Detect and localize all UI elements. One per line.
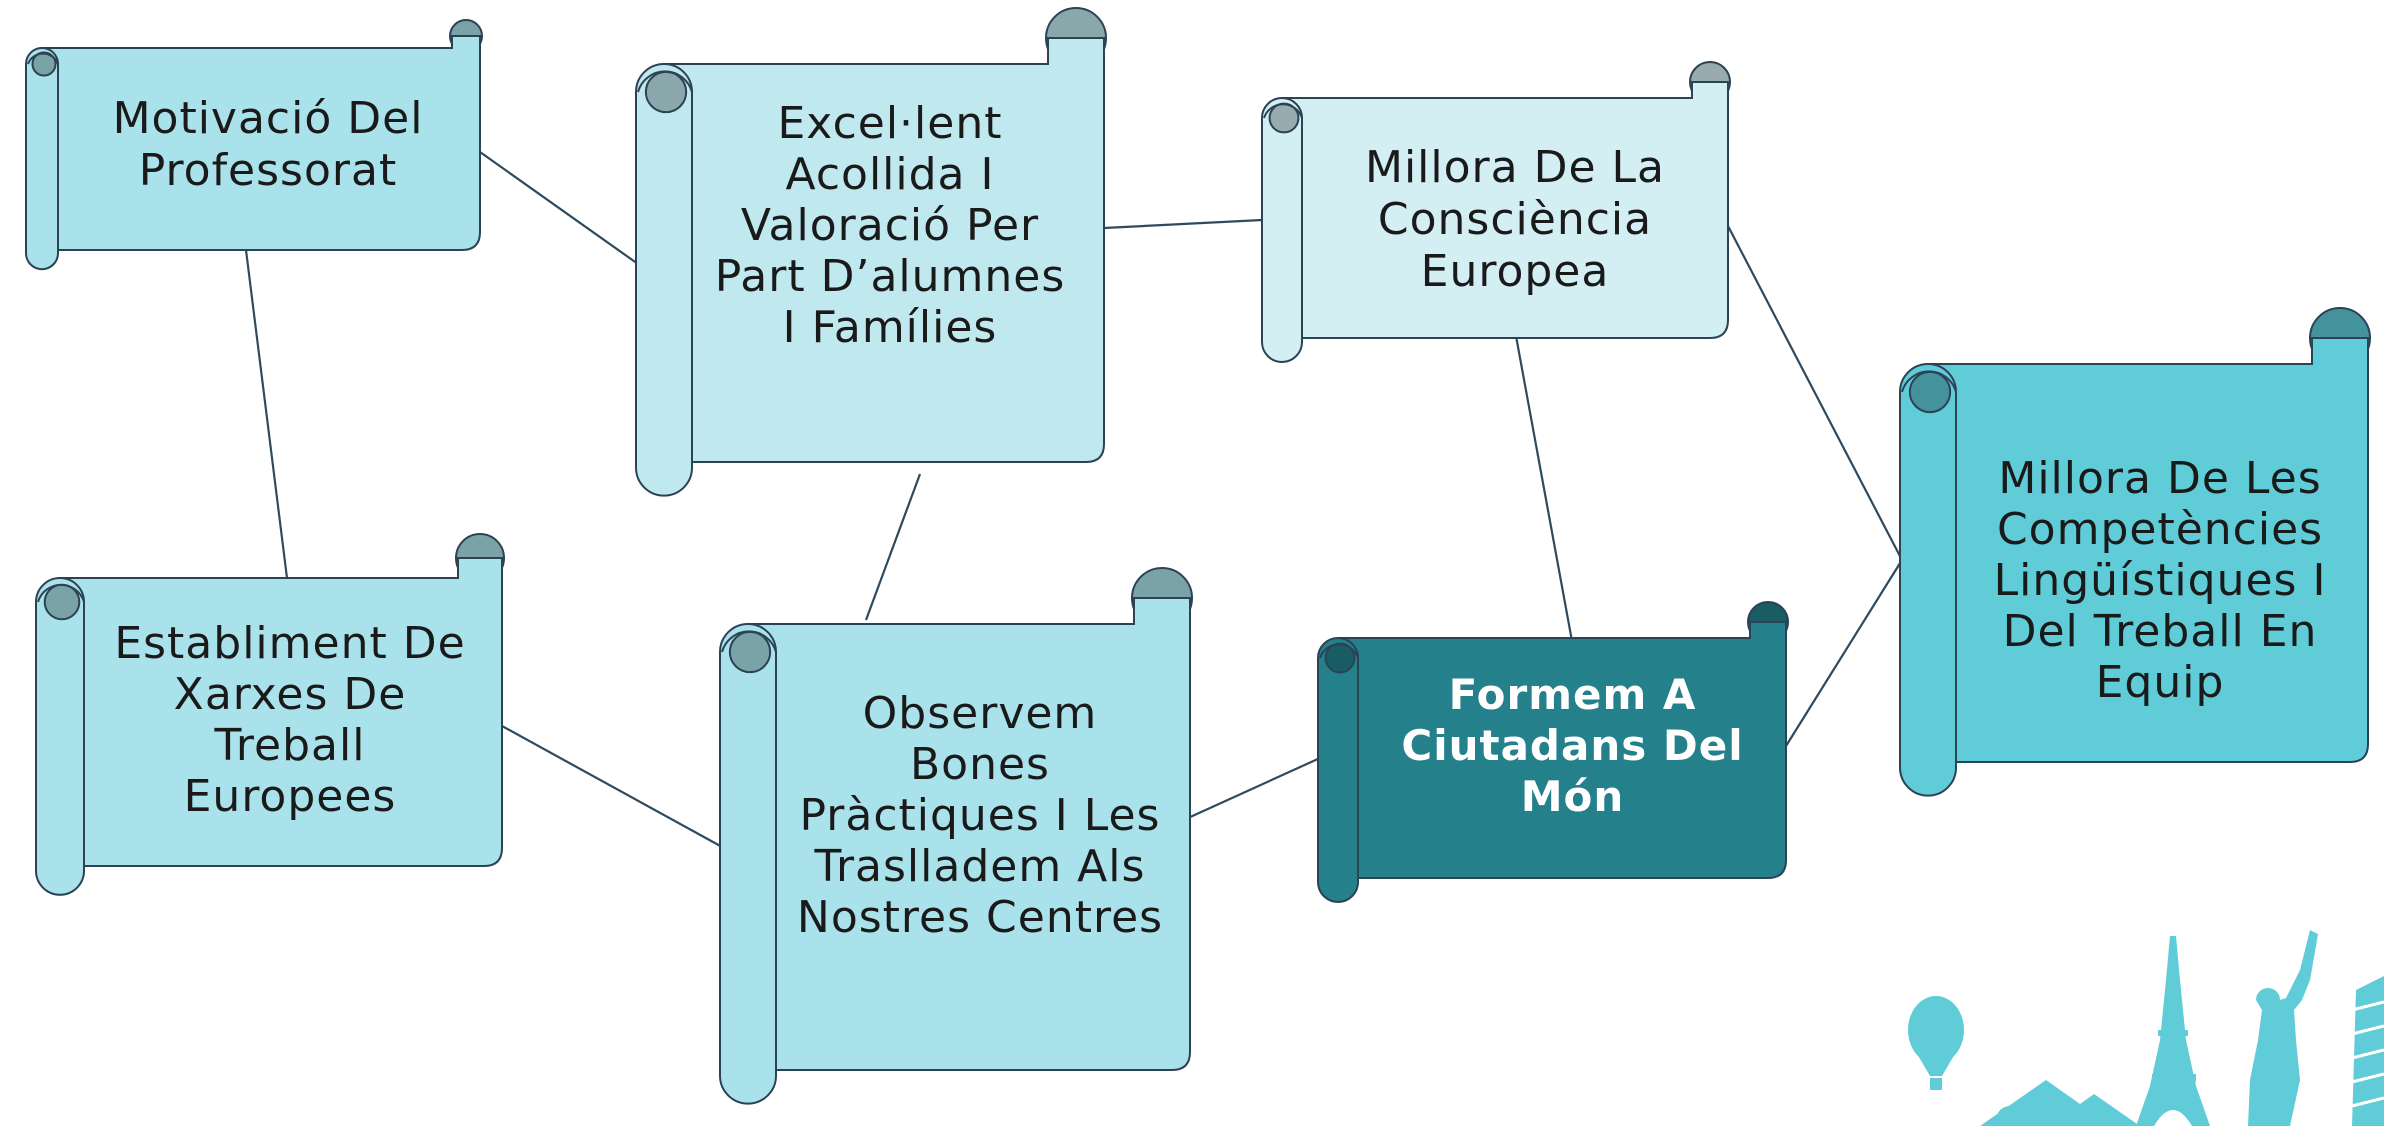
node-acollida [635,7,1107,497]
scroll-panel [40,35,481,251]
scroll-curl [31,51,57,77]
scroll-roll [35,577,85,896]
connector-line [479,151,639,265]
scroll-curl [728,630,772,674]
node-consciencia [1261,61,1731,363]
connector-line [1514,335,1576,653]
connector-lines [244,151,1903,849]
scroll-roll [1261,97,1303,363]
hot-air-balloon-icon [1908,996,1964,1090]
scroll-roll [1899,363,1957,797]
scroll-panel [1336,621,1787,879]
node-motivacio [25,19,483,271]
scroll-panel [58,557,503,867]
scroll-roll [719,623,777,1105]
scroll-roll [1317,637,1359,903]
connector-line [501,725,725,849]
scroll-panel [1280,81,1729,339]
node-bones-practiques [719,567,1193,1105]
scroll-curl [644,70,688,114]
connector-line [1103,218,1263,230]
connector-line [244,249,292,603]
connector-line [1785,559,1903,747]
node-xarxes [35,533,505,896]
pyramids-icon [1980,1080,2140,1126]
connector-line [1727,225,1903,561]
statue-of-liberty-icon [2248,930,2318,1126]
node-ciutadans [1317,601,1789,903]
scroll-panel [746,597,1191,1071]
scroll-panel [1926,337,2369,763]
leaning-tower-icon [2351,976,2384,1126]
node-competencies [1899,307,2371,797]
scroll-nodes [25,7,2371,1105]
scroll-roll [635,63,693,497]
connector-line [1187,756,1321,820]
landmark-skyline [1908,930,2384,1126]
scroll-panel [662,37,1105,463]
eiffel-tower-icon [2136,936,2210,1126]
connector-line [864,473,922,621]
scroll-curl [1908,370,1952,414]
scroll-roll [25,47,59,271]
